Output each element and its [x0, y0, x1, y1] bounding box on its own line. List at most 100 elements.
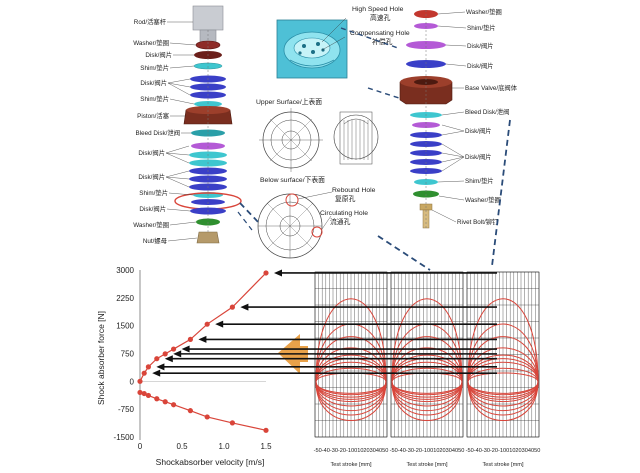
- disk-part: [406, 41, 446, 49]
- right-label: Washer/垫圈: [465, 195, 501, 204]
- fv-data-point: [141, 390, 147, 397]
- dashed-connectors: [237, 27, 511, 271]
- high-speed-hole-label: High Speed Hole: [352, 6, 404, 13]
- fv-x-tick-label: 1.0: [218, 442, 230, 451]
- mapping-arrow-head: [240, 303, 249, 311]
- stroke-loop-curve: [391, 372, 463, 394]
- fv-data-point: [187, 336, 193, 342]
- left-label: Washer/垫圈: [133, 220, 169, 229]
- fv-data-point: [154, 396, 160, 402]
- rod-part: [192, 5, 224, 31]
- fv-data-point: [145, 364, 151, 370]
- fv-y-tick-label: -750: [118, 405, 135, 414]
- piston-valve-exploded-stack: [174, 5, 242, 244]
- compensating-hole-cn-label: 补偿孔: [372, 37, 393, 46]
- stroke-loop-curve: [467, 372, 539, 394]
- bleed-disk-part: [191, 129, 225, 137]
- fv-data-point: [137, 389, 143, 396]
- right-label: Shim/垫片: [467, 23, 496, 32]
- left-label: Shim/垫片: [140, 63, 169, 72]
- circulating-hole-cn-label: 流通孔: [330, 217, 351, 226]
- base-valve-exploded-stack: [399, 10, 453, 229]
- mapping-arrow-head: [198, 335, 207, 343]
- fv-data-point: [204, 414, 210, 420]
- left-label: Nut/螺母: [143, 236, 167, 245]
- disk-part: [406, 60, 446, 68]
- compensating-hole-label: Compensating Hole: [350, 30, 410, 37]
- left-label: Disk/阀片: [138, 148, 165, 157]
- fv-data-point: [187, 408, 193, 414]
- disk-part: [410, 150, 442, 156]
- fv-data-point: [145, 392, 151, 399]
- mapping-arrow-head: [156, 363, 165, 371]
- left-label: Shim/垫片: [139, 188, 168, 197]
- left-label: Shim/垫片: [140, 94, 169, 103]
- upper-surface-label: Upper Surface/上表面: [256, 97, 322, 106]
- right-label: Disk/阀片: [467, 61, 494, 70]
- fv-data-point: [263, 427, 269, 433]
- right-label: Bleed Disk/泄阀: [465, 107, 509, 116]
- left-label: Disk/阀片: [138, 172, 165, 181]
- mapping-arrow-head: [152, 369, 161, 377]
- left-label: Disk/阀片: [145, 50, 172, 59]
- right-label: Rivet Bolt/铆钉: [457, 217, 499, 226]
- stroke-x-ticks: -50-40-30-20-1001020304050: [390, 448, 465, 454]
- fv-y-tick-label: 1500: [116, 322, 134, 331]
- stroke-x-axis-title: Test stroke [mm]: [330, 462, 371, 468]
- fv-y-tick-label: 0: [130, 377, 135, 386]
- render-callouts: High Speed Hole 高速孔 Compensating Hole 补偿…: [321, 6, 410, 51]
- fv-series: [137, 270, 269, 433]
- stroke-x-ticks: -50-40-30-20-1001020304050: [314, 448, 389, 454]
- right-label: Disk/阀片: [467, 41, 494, 50]
- fv-data-point: [229, 420, 235, 426]
- right-label: Washer/垫圈: [466, 7, 502, 16]
- right-stack-labels: Washer/垫圈 Shim/垫片 Disk/阀片 Disk/阀片 Base V…: [431, 7, 518, 226]
- left-label: Rod/活塞杆: [134, 17, 167, 26]
- rebound-hole-cn-label: 复原孔: [335, 194, 356, 203]
- fv-data-point: [141, 370, 147, 376]
- mapping-arrow-head: [215, 320, 224, 328]
- fv-data-point: [229, 304, 235, 310]
- fv-x-axis-title: Shockabsorber velocity [m/s]: [156, 457, 265, 467]
- right-label: Disk/阀片: [465, 126, 492, 135]
- fv-data-point: [137, 378, 143, 384]
- fv-y-tick-label: -1500: [114, 433, 135, 442]
- left-label: Disk/阀片: [140, 78, 167, 87]
- fv-data-point: [154, 356, 160, 362]
- fv-y-axis-title: Shock absorber force [N]: [96, 311, 106, 405]
- disk-part: [410, 141, 442, 147]
- circulating-hole-label: Circulating Hole: [320, 210, 368, 217]
- fv-x-tick-label: 1.5: [260, 442, 272, 451]
- mapping-arrow-head: [181, 345, 190, 353]
- left-label: Bleed Disk/泄阀: [136, 128, 180, 137]
- left-label: Piston/活塞: [137, 111, 170, 120]
- nut-part: [196, 231, 220, 244]
- stroke-x-axis-title: Test stroke [mm]: [406, 462, 447, 468]
- stroke-loop-curve: [315, 298, 387, 422]
- fv-data-point: [171, 346, 177, 352]
- stroke-x-axis-title: Test stroke [mm]: [482, 462, 523, 468]
- fv-x-tick-label: 0.5: [176, 442, 188, 451]
- left-label: Washer/垫圈: [133, 38, 169, 47]
- rebound-hole-label: Rebound Hole: [332, 187, 376, 194]
- stroke-x-ticks: -50-40-30-20-1001020304050: [466, 448, 541, 454]
- right-label: Shim/垫片: [465, 176, 494, 185]
- stroke-loop-curve: [315, 372, 387, 394]
- mapping-arrow-head: [173, 350, 182, 358]
- fv-y-tick-label: 750: [121, 350, 135, 359]
- fv-data-point: [171, 402, 177, 408]
- stroke-loop-curve: [467, 298, 539, 422]
- mapping-arrows: [152, 269, 497, 377]
- high-speed-hole-cn-label: 高速孔: [370, 13, 391, 22]
- left-stack-labels: Rod/活塞杆 Washer/垫圈 Disk/阀片 Shim/垫片 Disk/阀…: [133, 17, 198, 245]
- fv-y-tick-label: 3000: [116, 266, 134, 275]
- right-label: Disk/阀片: [465, 152, 492, 161]
- fv-data-point: [263, 270, 269, 276]
